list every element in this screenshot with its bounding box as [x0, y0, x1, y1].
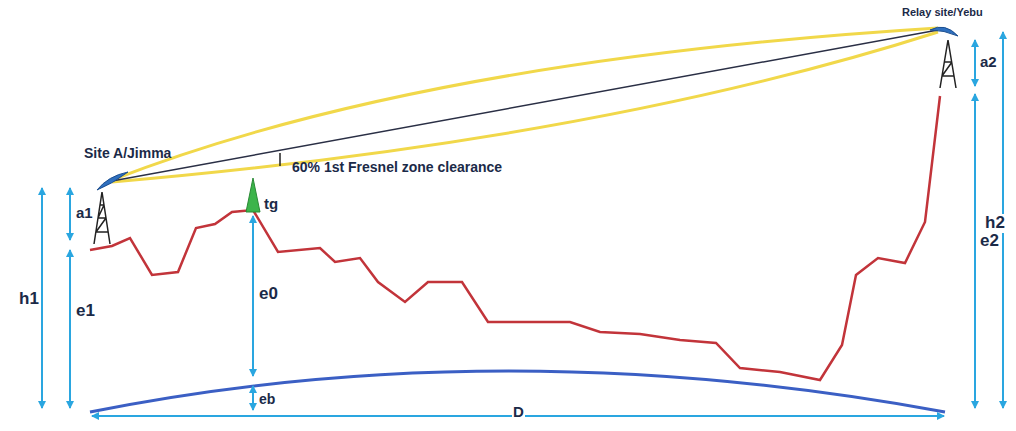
leader-line [279, 153, 281, 166]
fresnel-lower [112, 32, 938, 182]
dimension-label: h1 [18, 290, 40, 309]
dimension-label: a2 [980, 54, 997, 71]
dimension-label: D [512, 404, 525, 421]
obstacle-label: tg [264, 196, 278, 213]
site-name: Relay site/Yebu [902, 6, 983, 18]
dimension-label: h2 [984, 214, 1006, 233]
dimension-label: eb [259, 392, 275, 407]
line-of-sight [112, 30, 938, 181]
terrain-profile [90, 96, 940, 380]
fresnel-upper [112, 28, 938, 180]
dimension-label: e0 [259, 285, 278, 304]
site-name: Site A/Jimma [84, 146, 171, 161]
dimension-label: a1 [76, 205, 93, 222]
obstacle-marker [246, 178, 260, 212]
dish-a [97, 172, 128, 190]
dish-b [930, 27, 958, 36]
tower-a [94, 192, 110, 244]
dimension-arrows [42, 32, 1003, 416]
tower-b [940, 40, 956, 88]
dimension-label: e2 [980, 232, 999, 251]
clearance-note: 60% 1st Fresnel zone clearance [292, 160, 502, 175]
dimension-label: e1 [76, 302, 95, 321]
